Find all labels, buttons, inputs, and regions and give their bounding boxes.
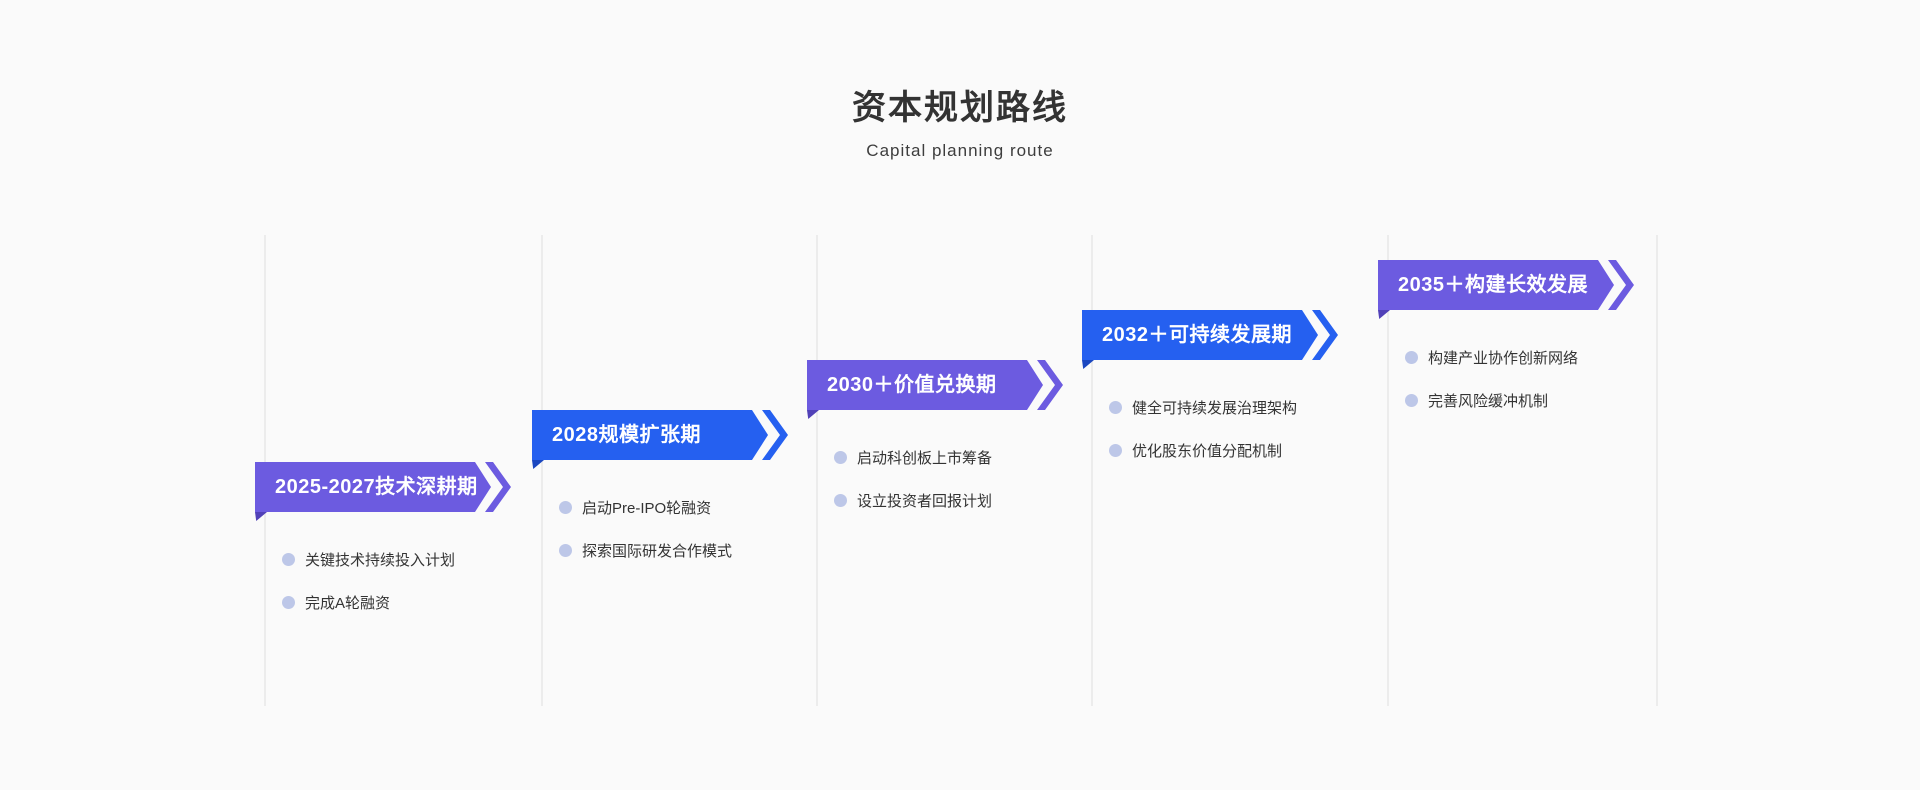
bullet-dot-icon — [1109, 400, 1122, 414]
stage-2032: 2032＋可持续发展期 健全可持续发展治理架构 优化股东价值分配机制 — [1082, 310, 1372, 460]
list-item: 启动Pre-IPO轮融资 — [559, 497, 732, 517]
list-item: 构建产业协作创新网络 — [1405, 347, 1578, 367]
ribbon-fold — [1378, 310, 1390, 319]
banner-ribbon-body — [255, 462, 491, 512]
stage-title: 2030＋价值兑换期 — [827, 374, 997, 396]
bullet-dot-icon — [559, 543, 572, 557]
item-label: 启动Pre-IPO轮融资 — [582, 499, 712, 517]
stage-banner: 2032＋可持续发展期 — [1082, 310, 1338, 369]
stage-item-list: 启动科创板上市筹备 设立投资者回报计划 — [834, 447, 992, 533]
bullet-dot-icon — [1405, 393, 1418, 407]
item-label: 优化股东价值分配机制 — [1132, 442, 1283, 460]
item-label: 完善风险缓冲机制 — [1428, 392, 1549, 410]
banner-ribbon-body — [1082, 310, 1318, 360]
timeline-divider — [816, 235, 818, 706]
list-item: 探索国际研发合作模式 — [559, 540, 732, 560]
bullet-dot-icon — [282, 595, 295, 609]
list-item: 关键技术持续投入计划 — [282, 549, 455, 569]
stage-2028: 2028规模扩张期 启动Pre-IPO轮融资 探索国际研发合作模式 — [532, 410, 822, 560]
ribbon-fold — [807, 410, 819, 419]
item-label: 健全可持续发展治理架构 — [1132, 399, 1298, 417]
stage-item-list: 健全可持续发展治理架构 优化股东价值分配机制 — [1109, 397, 1297, 483]
bullet-dot-icon — [834, 493, 847, 507]
ribbon-fold — [532, 460, 544, 469]
ribbon-fold — [1082, 360, 1094, 369]
bullet-dot-icon — [834, 450, 847, 464]
list-item: 完善风险缓冲机制 — [1405, 390, 1578, 410]
stage-banner: 2025-2027技术深耕期 — [255, 462, 511, 521]
ribbon-fold — [255, 512, 267, 521]
item-label: 设立投资者回报计划 — [857, 492, 993, 510]
banner-ribbon-body — [1378, 260, 1614, 310]
list-item: 设立投资者回报计划 — [834, 490, 992, 510]
timeline-divider — [1656, 235, 1658, 706]
stage-banner: 2035＋构建长效发展 — [1378, 260, 1634, 319]
item-label: 构建产业协作创新网络 — [1428, 349, 1579, 367]
stage-item-list: 关键技术持续投入计划 完成A轮融资 — [282, 549, 455, 635]
stage-2025-2027: 2025-2027技术深耕期 关键技术持续投入计划 完成A轮融资 — [255, 462, 545, 612]
roadmap-header: 资本规划路线 Capital planning route — [0, 80, 1920, 161]
timeline-divider — [541, 235, 543, 706]
bullet-dot-icon — [282, 552, 295, 566]
item-label: 启动科创板上市筹备 — [857, 449, 993, 467]
banner-ribbon-body — [807, 360, 1043, 410]
page-subtitle: Capital planning route — [866, 141, 1054, 160]
stage-title: 2025-2027技术深耕期 — [275, 476, 478, 498]
list-item: 健全可持续发展治理架构 — [1109, 397, 1297, 417]
stage-2035: 2035＋构建长效发展 构建产业协作创新网络 完善风险缓冲机制 — [1378, 260, 1668, 410]
item-label: 关键技术持续投入计划 — [305, 551, 456, 569]
bullet-dot-icon — [1109, 443, 1122, 457]
list-item: 启动科创板上市筹备 — [834, 447, 992, 467]
item-label: 完成A轮融资 — [305, 594, 391, 612]
list-item: 优化股东价值分配机制 — [1109, 440, 1297, 460]
stage-item-list: 启动Pre-IPO轮融资 探索国际研发合作模式 — [559, 497, 732, 583]
stage-title: 2028规模扩张期 — [552, 424, 701, 446]
banner-ribbon-body — [532, 410, 768, 460]
page-title: 资本规划路线 — [852, 89, 1068, 127]
timeline-divider — [1091, 235, 1093, 706]
stage-item-list: 构建产业协作创新网络 完善风险缓冲机制 — [1405, 347, 1578, 433]
timeline-divider — [1387, 235, 1389, 706]
list-item: 完成A轮融资 — [282, 592, 455, 612]
stage-title: 2032＋可持续发展期 — [1102, 324, 1292, 346]
stage-banner: 2030＋价值兑换期 — [807, 360, 1063, 419]
stage-2030: 2030＋价值兑换期 启动科创板上市筹备 设立投资者回报计划 — [807, 360, 1097, 510]
item-label: 探索国际研发合作模式 — [582, 542, 733, 560]
bullet-dot-icon — [559, 500, 572, 514]
stage-banner: 2028规模扩张期 — [532, 410, 788, 469]
stage-title: 2035＋构建长效发展 — [1398, 274, 1588, 296]
bullet-dot-icon — [1405, 350, 1418, 364]
